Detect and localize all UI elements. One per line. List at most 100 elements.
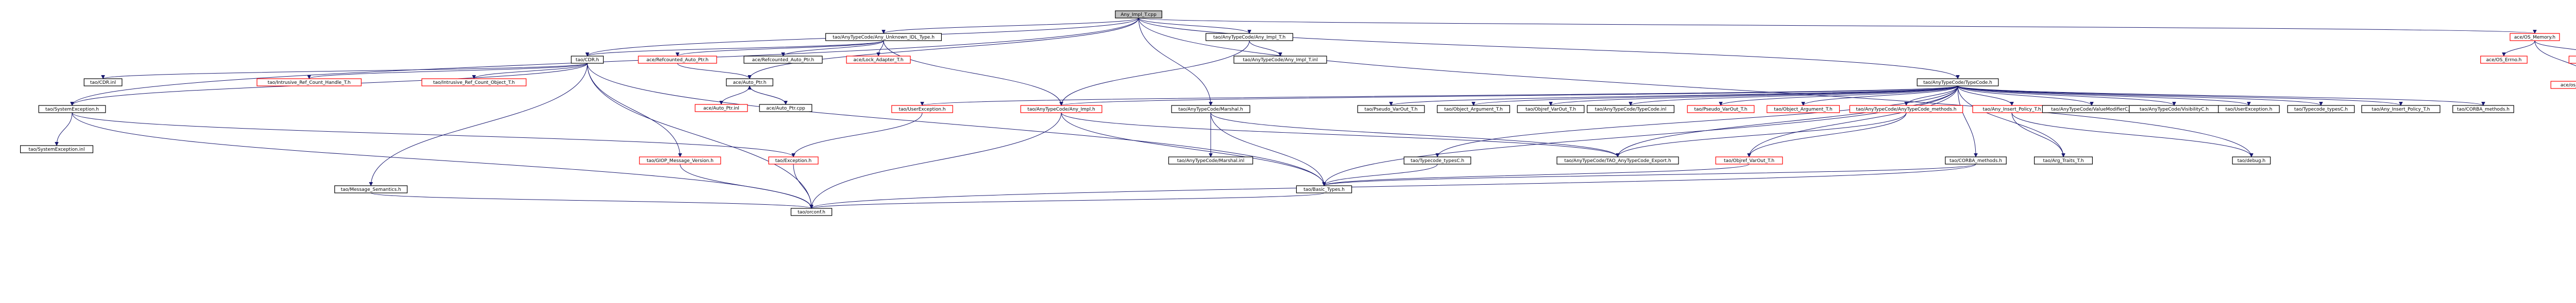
node-box xyxy=(2568,56,2576,64)
node-os-errno[interactable]: ace/OS_Errno.h xyxy=(2480,56,2528,64)
node-label: tao/Basic_Types.h xyxy=(1303,187,1345,192)
node-versioned-ns[interactable]: tao/orconf.h xyxy=(790,208,833,216)
node-os-include-stddef[interactable]: ace/os_include/os_stddef.h xyxy=(2550,81,2576,89)
node-obj-varout[interactable]: tao/Objref_VarOut_T.h xyxy=(1517,105,1585,113)
node-exception-h[interactable]: tao/Exception.h xyxy=(768,156,819,165)
edge-typecode-h-to-insert-policy2 xyxy=(1957,85,2401,106)
node-userex-h[interactable]: tao/UserException.h xyxy=(891,105,953,113)
node-refcount-ptr[interactable]: ace/Refcounted_Auto_Ptr.h xyxy=(743,56,823,64)
node-impl-t-inl[interactable]: tao/AnyTypeCode/Any_Impl_T.inl xyxy=(1233,56,1327,64)
node-box xyxy=(759,104,812,112)
node-value-modifier[interactable]: tao/AnyTypeCode/ValueModifierC.h xyxy=(2042,105,2142,113)
node-typecode-typesc2[interactable]: tao/Typecode_typesC.h xyxy=(1403,156,1471,165)
node-sysex-inl[interactable]: tao/SystemException.inl xyxy=(20,145,94,153)
node-label: tao/UserException.h xyxy=(2226,107,2273,112)
node-label: tao/debug.h xyxy=(2238,158,2266,164)
node-label: tao/AnyTypeCode/Any_Unknown_IDL_Type.h xyxy=(833,35,935,40)
edge-root-to-anytc-impl-t xyxy=(1138,17,1249,34)
node-tc-methods[interactable]: tao/AnyTypeCode/AnyTypeCode_methods.h xyxy=(1849,105,1963,113)
node-inout-object[interactable]: tao/Intrusive_Ref_Count_Object_T.h xyxy=(421,78,527,86)
node-box xyxy=(20,145,94,153)
node-box xyxy=(1437,105,1511,113)
node-obj-arg-red[interactable]: tao/Object_Argument_T.h xyxy=(1767,105,1840,113)
node-auto-ptr-h[interactable]: ace/Auto_Ptr.h xyxy=(726,78,773,86)
edge-cdr-h-to-basic-types-tao xyxy=(587,63,1324,186)
node-box xyxy=(1115,10,1162,19)
node-anytc-marshal[interactable]: tao/AnyTypeCode/Marshal.h xyxy=(1171,105,1250,113)
edge-insert-policy-to-debug-h xyxy=(2011,112,2251,157)
edge-anytc-unk-to-anytc-any-impl xyxy=(883,40,1061,105)
node-corba-methods[interactable]: tao/CORBA_methods.h xyxy=(1945,156,2007,165)
node-label: tao/AnyTypeCode/Marshal.inl xyxy=(1177,158,1244,164)
node-tc-tao-export[interactable]: tao/AnyTypeCode/TAO_AnyTypeCode_Export.h xyxy=(1556,156,1679,165)
node-visibility[interactable]: tao/AnyTypeCode/VisibilityC.h xyxy=(2129,105,2219,113)
node-box xyxy=(694,104,748,112)
node-box xyxy=(768,156,819,165)
node-basic-types-ace[interactable]: ace/Basic_Types.h xyxy=(2568,56,2576,64)
edge-typecode-h-to-obj-arg-red xyxy=(1803,85,1958,106)
node-giop-version[interactable]: tao/GIOP_Message_Version.h xyxy=(639,156,721,165)
node-userex-plain[interactable]: tao/UserException.h xyxy=(2218,105,2280,113)
node-box xyxy=(1168,156,1253,165)
node-pseudo-var[interactable]: tao/Pseudo_VarOut_T.h xyxy=(1357,105,1425,113)
node-label: tao/SystemException.inl xyxy=(28,147,84,152)
node-box xyxy=(1171,105,1250,113)
node-label: tao/Any_Insert_Policy_T.h xyxy=(1983,107,2041,112)
node-box xyxy=(1917,78,1999,86)
node-anytc-unk[interactable]: tao/AnyTypeCode/Any_Unknown_IDL_Type.h xyxy=(825,33,942,41)
edge-os-memory-to-os-errno xyxy=(2504,40,2535,57)
edge-typecode-h-to-arg-traits xyxy=(1957,85,2063,157)
node-box xyxy=(639,156,721,165)
node-basic-types-tao[interactable]: tao/Basic_Types.h xyxy=(1296,185,1352,193)
node-corba-methods-r[interactable]: tao/CORBA_methods.h xyxy=(2452,105,2514,113)
node-insert-policy2[interactable]: tao/Any_Insert_Policy_T.h xyxy=(2361,105,2441,113)
node-msg-semantics[interactable]: tao/Message_Semantics.h xyxy=(334,185,408,193)
node-obj-arg[interactable]: tao/Object_Argument_T.h xyxy=(1437,105,1511,113)
node-label: tao/AnyTypeCode/TypeCode.inl xyxy=(1595,107,1667,112)
node-anytc-any-impl[interactable]: tao/AnyTypeCode/Any_Impl.h xyxy=(1020,105,1103,113)
node-typecode-typesc[interactable]: tao/Typecode_typesC.h xyxy=(2287,105,2355,113)
node-os-memory[interactable]: ace/OS_Memory.h xyxy=(2510,33,2560,41)
edge-typecode-h-to-value-modifier xyxy=(1957,85,2092,106)
node-label: ace/Lock_Adapter_T.h xyxy=(853,58,903,63)
node-sysex-h[interactable]: tao/SystemException.h xyxy=(38,105,106,113)
node-auto-ptr-cpp[interactable]: ace/Auto_Ptr.cpp xyxy=(759,104,812,112)
node-auto-ptr-inl[interactable]: ace/Auto_Ptr.inl xyxy=(694,104,748,112)
node-cdr-h[interactable]: tao/CDR.h xyxy=(571,56,604,64)
node-objref-varout2[interactable]: tao/Objref_VarOut_T.h xyxy=(1715,156,1783,165)
node-anytc-impl-t[interactable]: tao/AnyTypeCode/Any_Impl_T.h xyxy=(1206,33,1294,41)
node-lock-adapter[interactable]: ace/Lock_Adapter_T.h xyxy=(846,56,911,64)
node-box xyxy=(825,33,942,41)
edge-auto-ptr-h-to-auto-ptr-inl xyxy=(721,85,750,105)
node-typecode-h[interactable]: tao/AnyTypeCode/TypeCode.h xyxy=(1917,78,1999,86)
node-label: tao/Pseudo_VarOut_T.h xyxy=(1694,107,1748,112)
edge-typecode-h-to-userex-h xyxy=(922,85,1958,106)
node-cdr-inl[interactable]: tao/CDR.inl xyxy=(83,78,123,86)
edge-auto-ptr-cpp-to-auto-ptr-h xyxy=(750,85,786,105)
node-label: tao/SystemException.h xyxy=(45,107,99,112)
node-label: tao/Intrusive_Ref_Count_Handle_T.h xyxy=(268,80,351,85)
node-marshal-inl[interactable]: tao/AnyTypeCode/Marshal.inl xyxy=(1168,156,1253,165)
node-label: ace/Refcounted_Auto_Ptr.h xyxy=(752,58,815,63)
node-label: ace/Auto_Ptr.h xyxy=(733,80,767,85)
edge-basic-types-tao-to-versioned-ns xyxy=(811,192,1325,209)
node-box xyxy=(1945,156,2007,165)
node-box xyxy=(2452,105,2514,113)
edge-sysex-h-to-exception-h xyxy=(72,112,793,157)
node-box xyxy=(2361,105,2441,113)
edge-anytc-unk-to-lock-adapter xyxy=(878,40,884,56)
node-box xyxy=(1715,156,1783,165)
edge-root-to-auto-ptr-h xyxy=(750,17,1139,79)
node-refcount-ptr-red[interactable]: ace/Refcounted_Auto_Ptr.h xyxy=(638,56,717,64)
node-inout-handle[interactable]: tao/Intrusive_Ref_Count_Handle_T.h xyxy=(257,78,362,86)
node-arg-traits[interactable]: tao/Arg_Traits_T.h xyxy=(2034,156,2093,165)
node-root[interactable]: Any_Impl_T.cpp xyxy=(1115,10,1162,19)
edge-root-to-anytc-marshal xyxy=(1138,17,1211,105)
node-insert-policy[interactable]: tao/Any_Insert_Policy_T.h xyxy=(1972,105,2052,113)
node-pseudo-var-red[interactable]: tao/Pseudo_VarOut_T.h xyxy=(1687,105,1755,113)
edge-typecode-typesc2-to-basic-types-tao xyxy=(1324,164,1438,186)
node-debug-h[interactable]: tao/debug.h xyxy=(2232,156,2271,165)
edge-anytc-any-impl-to-versioned-ns xyxy=(811,112,1062,208)
node-typecode-inl[interactable]: tao/AnyTypeCode/TypeCode.inl xyxy=(1587,105,1675,113)
